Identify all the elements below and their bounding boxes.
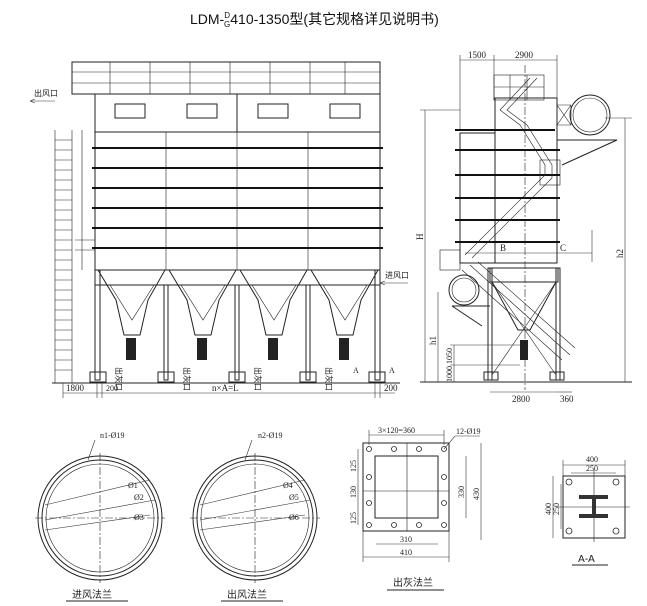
dim-1500: 1500 bbox=[468, 50, 487, 60]
dim-h1: h1 bbox=[428, 336, 438, 345]
ash-v2: 130 bbox=[349, 486, 358, 498]
outlet-d4: Ø4 bbox=[283, 481, 293, 490]
inlet-label: 进风口 bbox=[385, 271, 409, 280]
inspection-doors bbox=[114, 103, 361, 119]
ash-pitch: 3×120=360 bbox=[378, 426, 415, 435]
front-view: 出风口 进风口 出灰口 出灰口 出灰口 出灰口 A A 1800 200 n×A… bbox=[29, 61, 409, 398]
section-mark-left: A bbox=[353, 366, 359, 375]
dim-360: 360 bbox=[560, 394, 574, 404]
aa-outer-w: 400 bbox=[586, 455, 598, 464]
ash-v1: 125 bbox=[349, 460, 358, 472]
dim-H: H bbox=[415, 233, 425, 240]
inlet-holes: n1-Ø19 bbox=[100, 431, 124, 440]
outlet-flange: n2-Ø19 Ø4 Ø5 Ø6 出风法兰 bbox=[190, 431, 320, 602]
outlet-holes: n2-Ø19 bbox=[258, 431, 282, 440]
outlet-d6: Ø6 bbox=[289, 513, 299, 522]
dim-200-left: 200 bbox=[106, 384, 118, 393]
ash-holes: 12-Ø19 bbox=[456, 427, 480, 436]
support-legs bbox=[89, 269, 386, 383]
dim-2900: 2900 bbox=[515, 50, 534, 60]
inlet-d2: Ø2 bbox=[134, 493, 144, 502]
svg-text:出灰口: 出灰口 bbox=[114, 367, 124, 391]
ash-flange: 3×120=360 12-Ø19 125 130 125 330 430 310… bbox=[349, 426, 482, 591]
aa-outer-h: 400 bbox=[544, 503, 553, 515]
inlet-flange: n1-Ø19 Ø1 Ø2 Ø3 进风法兰 bbox=[35, 431, 165, 602]
outlet-flange-caption: 出风法兰 bbox=[227, 588, 267, 601]
ash-outlet-labels: 出灰口 出灰口 出灰口 出灰口 bbox=[114, 367, 334, 391]
aa-inner-h: 250 bbox=[552, 503, 561, 515]
dim-1050: 1050 bbox=[445, 348, 454, 364]
ash-v3: 125 bbox=[349, 512, 358, 524]
svg-text:出灰口: 出灰口 bbox=[182, 367, 192, 391]
ladder bbox=[54, 130, 95, 383]
dim-h2: h2 bbox=[615, 249, 625, 258]
ash-inner-w: 310 bbox=[400, 535, 412, 544]
ash-flange-caption: 出灰法兰 bbox=[393, 576, 433, 589]
dim-2800: 2800 bbox=[512, 394, 531, 404]
inlet-flange-caption: 进风法兰 bbox=[72, 588, 112, 601]
hoppers bbox=[95, 269, 380, 336]
svg-text:出灰口: 出灰口 bbox=[253, 367, 263, 391]
dim-C: C bbox=[560, 243, 566, 253]
section-aa: 400 250 400 250 A-A bbox=[544, 455, 630, 566]
aa-inner-w: 250 bbox=[586, 464, 598, 473]
inlet-d1: Ø1 bbox=[128, 481, 138, 490]
ash-inner-h: 330 bbox=[457, 486, 466, 498]
dim-1000: 1000 bbox=[445, 366, 454, 382]
ash-outer-w: 410 bbox=[400, 548, 412, 557]
inlet-d3: Ø3 bbox=[134, 513, 144, 522]
dim-span: n×A=L bbox=[212, 383, 239, 393]
svg-text:出灰口: 出灰口 bbox=[324, 367, 334, 391]
outlet-label: 出风口 bbox=[34, 88, 58, 98]
h-beam-icon bbox=[579, 495, 608, 518]
section-mark-right: A bbox=[389, 366, 395, 375]
dim-1800: 1800 bbox=[66, 383, 85, 393]
aa-caption: A-A bbox=[578, 554, 595, 565]
side-view: 1500 2900 bbox=[415, 50, 632, 404]
outlet-d5: Ø5 bbox=[289, 493, 299, 502]
ash-outer-h: 430 bbox=[472, 488, 481, 500]
dim-200-right: 200 bbox=[384, 383, 398, 393]
dim-B: B bbox=[500, 243, 506, 253]
